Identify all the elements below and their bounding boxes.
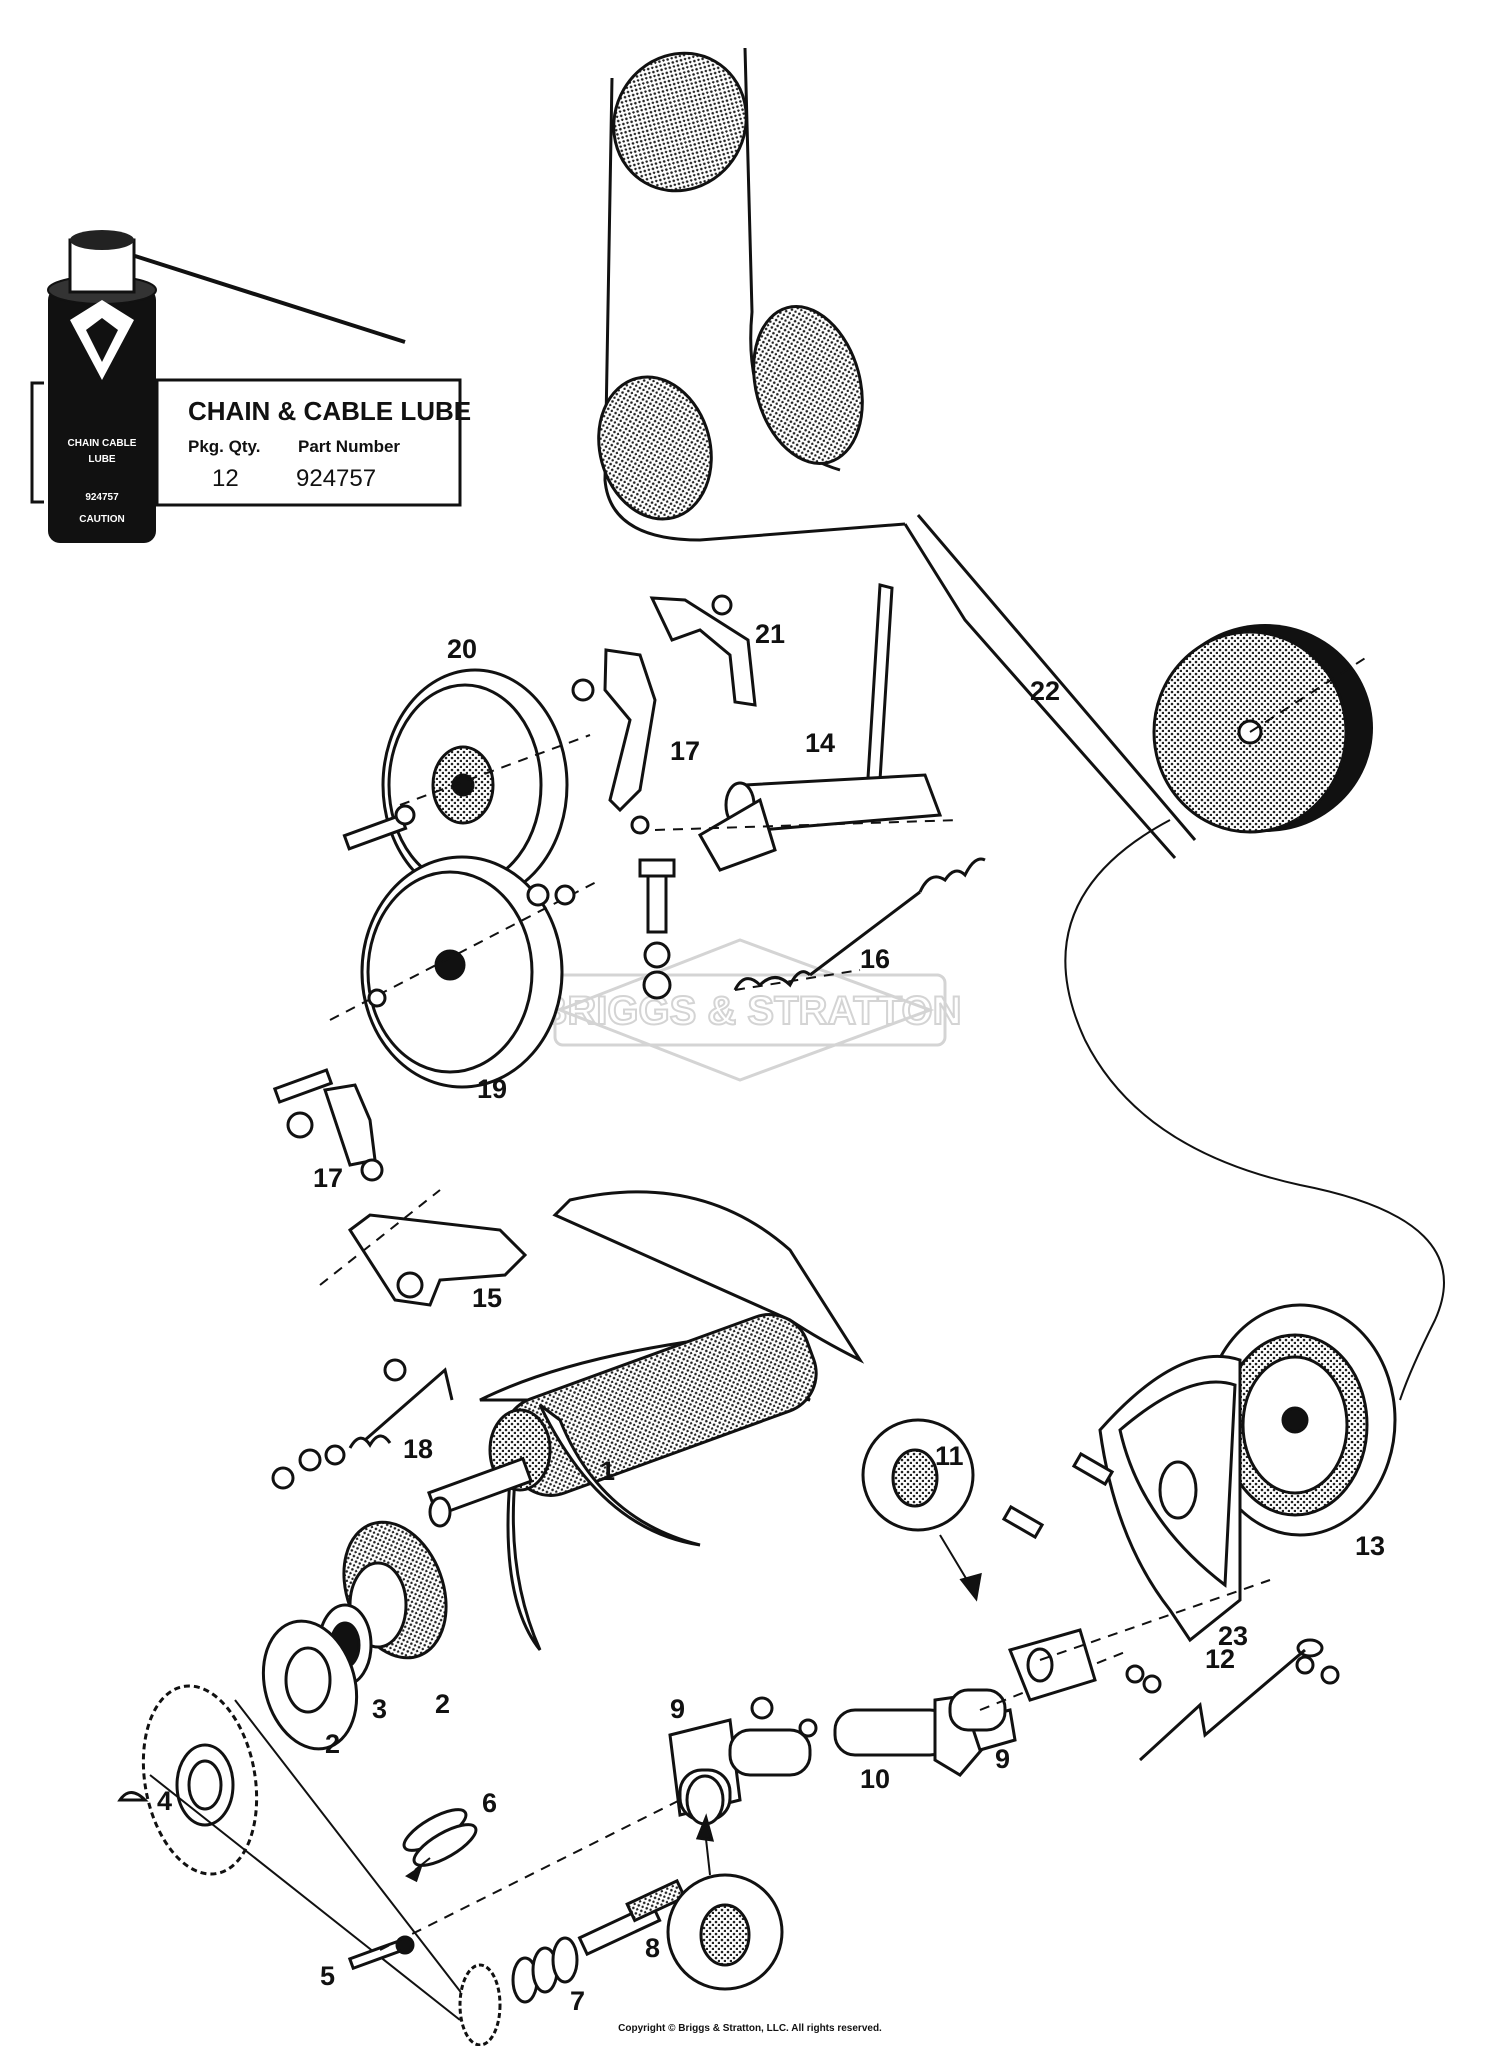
chain-link-6 bbox=[402, 1808, 478, 1883]
label-9-left: 9 bbox=[670, 1694, 685, 1724]
label-2-left: 2 bbox=[325, 1729, 340, 1759]
bearing-inset-11 bbox=[861, 1418, 982, 1602]
label-19: 19 bbox=[477, 1074, 507, 1104]
housing-13 bbox=[1001, 1303, 1397, 1702]
pulley-20 bbox=[342, 668, 591, 902]
label-14: 14 bbox=[805, 728, 835, 758]
can-label-line3: 924757 bbox=[85, 492, 119, 503]
can-label-line4: CAUTION bbox=[79, 514, 125, 525]
label-12: 12 bbox=[1205, 1644, 1235, 1674]
label-1: 1 bbox=[600, 1456, 615, 1486]
label-11: 11 bbox=[935, 1441, 964, 1471]
label-15: 15 bbox=[472, 1283, 502, 1313]
rod-18 bbox=[271, 1358, 454, 1490]
label-4: 4 bbox=[157, 1786, 172, 1816]
lube-part-header: Part Number bbox=[298, 437, 400, 456]
label-8: 8 bbox=[645, 1933, 660, 1963]
lube-can: CHAIN CABLE LUBE 924757 CAUTION bbox=[47, 230, 406, 543]
bolt-stack bbox=[638, 858, 676, 1000]
label-23: 23 bbox=[1218, 1621, 1248, 1651]
sprocket-4 bbox=[117, 1684, 491, 2031]
small-sprocket-shaft bbox=[347, 1789, 701, 2046]
label-16: 16 bbox=[860, 944, 890, 974]
label-2-right: 2 bbox=[435, 1689, 450, 1719]
idler-bracket-17-lower bbox=[272, 1068, 384, 1182]
label-20: 20 bbox=[447, 634, 477, 664]
label-5: 5 bbox=[320, 1961, 335, 1991]
label-18: 18 bbox=[403, 1434, 433, 1464]
label-10: 10 bbox=[860, 1764, 890, 1794]
label-17-upper: 17 bbox=[670, 736, 700, 766]
bearing-inset-bottom bbox=[666, 1813, 784, 1991]
can-label-line2: LUBE bbox=[88, 454, 116, 465]
pulley-19 bbox=[329, 855, 601, 1089]
lube-info-box: CHAIN & CABLE LUBE Pkg. Qty. Part Number… bbox=[155, 378, 471, 507]
lube-part-value: 924757 bbox=[296, 465, 376, 492]
label-22: 22 bbox=[1030, 676, 1060, 706]
label-21: 21 bbox=[755, 619, 785, 649]
part-labels: 1 2 2 3 4 5 6 7 8 9 9 10 11 12 13 14 15 … bbox=[157, 619, 1385, 2016]
label-17-lower: 17 bbox=[313, 1163, 343, 1193]
discharge-chute bbox=[597, 47, 1197, 859]
auger-1 bbox=[426, 1190, 865, 1651]
label-3: 3 bbox=[372, 1694, 387, 1724]
can-label-line1: CHAIN CABLE bbox=[68, 438, 137, 449]
cotter-pin-23 bbox=[1138, 1638, 1324, 1762]
label-9-right: 9 bbox=[995, 1744, 1010, 1774]
label-7: 7 bbox=[570, 1986, 585, 2016]
watermark-text: BRIGGS & STRATTON bbox=[539, 989, 962, 1033]
lube-qty-value: 12 bbox=[212, 465, 239, 492]
drive-belt-loop bbox=[1064, 819, 1445, 1401]
label-13: 13 bbox=[1355, 1531, 1385, 1561]
watermark-logo: BRIGGS & STRATTON bbox=[538, 938, 962, 1082]
chute-pulley bbox=[1152, 624, 1373, 834]
bracket-21 bbox=[649, 594, 757, 707]
bearing-assembly bbox=[261, 1520, 448, 1751]
spring-16 bbox=[733, 857, 986, 991]
plate-15 bbox=[319, 1189, 528, 1307]
copyright-notice: Copyright © Briggs & Stratton, LLC. All … bbox=[618, 2023, 882, 2034]
label-6: 6 bbox=[482, 1788, 497, 1818]
idler-bracket-17-upper bbox=[571, 648, 657, 835]
idler-lever-14 bbox=[654, 583, 961, 872]
can-bracket bbox=[30, 381, 44, 504]
shaft-bearings-9-10 bbox=[668, 1649, 1131, 1826]
lube-qty-header: Pkg. Qty. bbox=[188, 437, 260, 456]
lube-title: CHAIN & CABLE LUBE bbox=[188, 396, 471, 426]
